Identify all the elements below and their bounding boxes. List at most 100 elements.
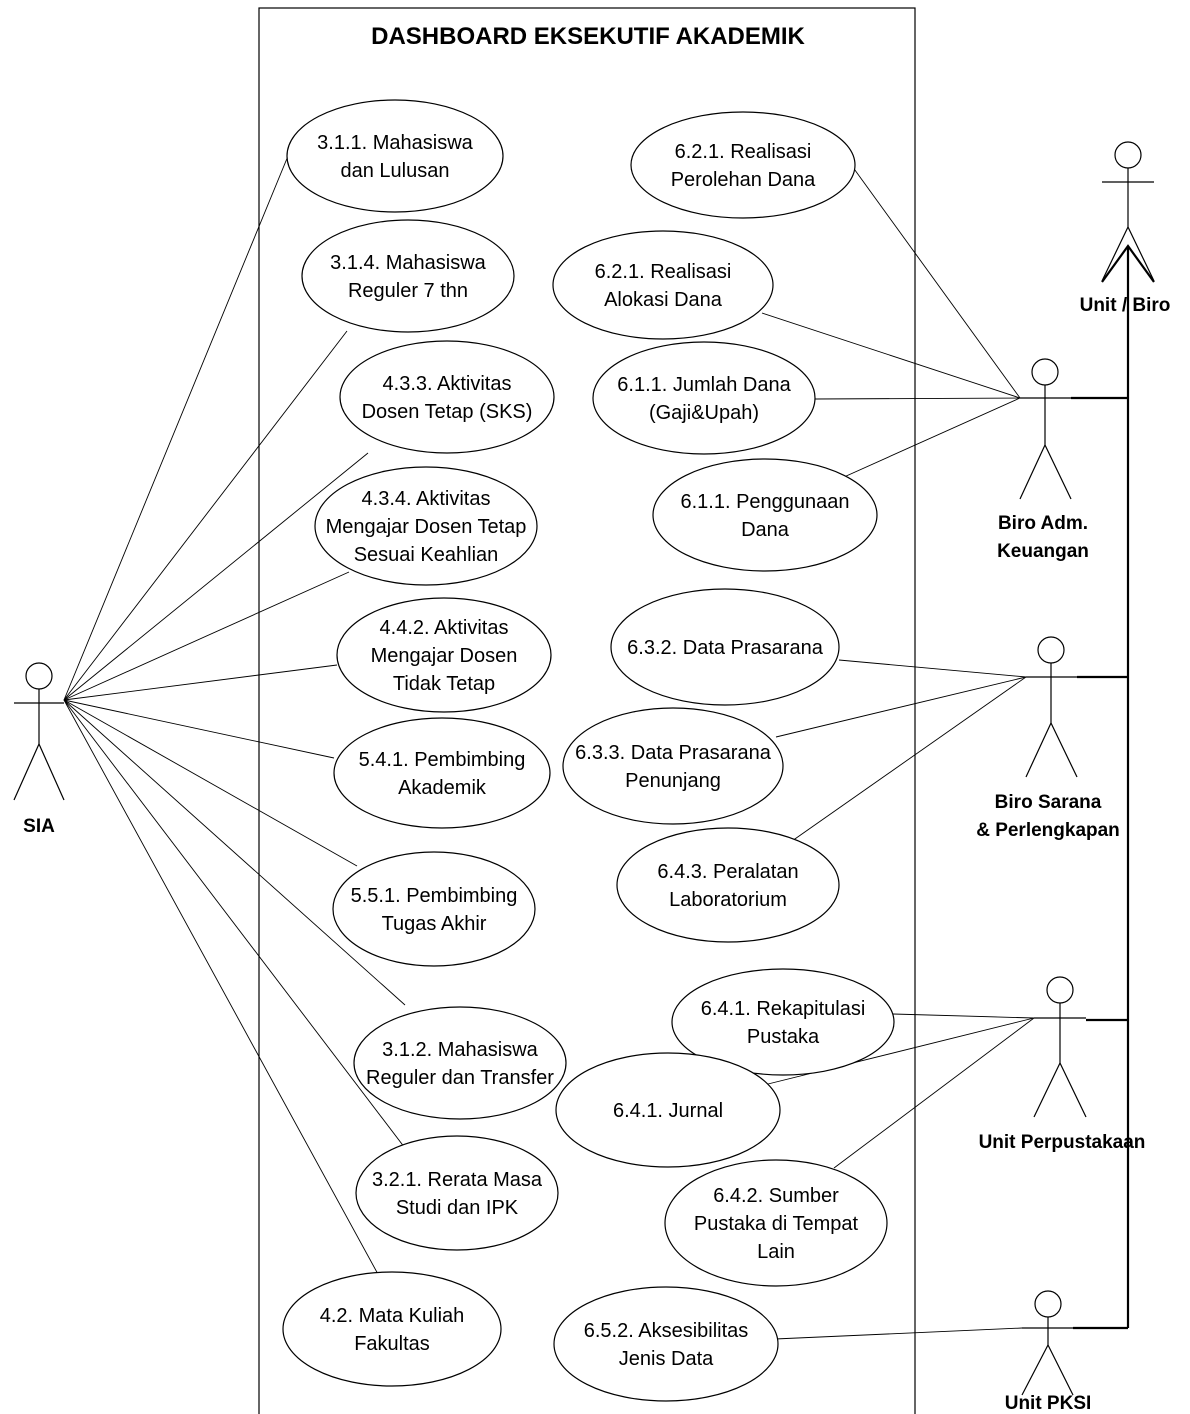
uc-643-label-line: Laboratorium (669, 889, 787, 911)
uc-314-label-line: 3.1.4. Mahasiswa (330, 252, 487, 274)
uc-641-jurnal-ellipse (555, 1052, 781, 1168)
association-uc-314 (63, 330, 348, 701)
uc-311-use-case[interactable]: 3.1.1. Mahasiswa dan Lulusan (286, 99, 504, 213)
uc-314-ellipse (301, 219, 515, 333)
uc-321-label-line: 3.2.1. Rerata Masa (372, 1169, 543, 1191)
association-uc-641-rekap (892, 1013, 1035, 1019)
actor-biro-sarana-label: Biro Sarana (995, 792, 1102, 813)
association-uc-442 (63, 664, 338, 701)
uc-633-label-line: 6.3.3. Data Prasarana (575, 742, 772, 764)
association-uc-621-perolehan (851, 165, 1021, 399)
uc-633-label-line: Penunjang (625, 770, 721, 792)
uc-611-jumlah-use-case[interactable]: 6.1.1. Jumlah Dana(Gaji&Upah) (592, 341, 816, 455)
uc-643-label-line: 6.4.3. Peralatan (657, 861, 798, 883)
uc-642-ellipse (664, 1159, 888, 1287)
stick-figure-icon (1033, 976, 1087, 1118)
uc-551-label-line: Tugas Akhir (382, 913, 487, 935)
uc-632-use-case[interactable]: 6.3.2. Data Prasarana (610, 588, 840, 706)
uc-642-label-line: Lain (757, 1241, 795, 1263)
uc-621-perolehan-label-line: Perolehan Dana (671, 169, 816, 191)
system-title: DASHBOARD EKSEKUTIF AKADEMIK (371, 23, 805, 50)
uc-434-label-line: Sesuai Keahlian (354, 544, 499, 566)
actor-unit-perpustakaan-label: Unit Perpustakaan (979, 1132, 1146, 1153)
uc-551-label-line: 5.5.1. Pembimbing (351, 885, 518, 907)
stick-figure-icon (1019, 358, 1072, 500)
uc-632-label-line: 6.3.2. Data Prasarana (627, 637, 824, 659)
uc-311-label-line: 3.1.1. Mahasiswa (317, 132, 474, 154)
uc-611-penggunaan-label-line: 6.1.1. Penggunaan (680, 491, 849, 513)
association-uc-621-alokasi (761, 312, 1021, 399)
use-cases: 3.1.1. Mahasiswa dan Lulusan 3.1.4. Mahasi… (282, 99, 895, 1402)
uc-42-ellipse (282, 1271, 502, 1387)
association-uc-551 (63, 699, 358, 867)
uc-311-label-line: dan Lulusan (341, 160, 450, 182)
association-uc-611-jumlah (814, 397, 1021, 400)
uc-442-label-line: Tidak Tetap (393, 673, 495, 695)
uc-641-jurnal-use-case[interactable]: 6.4.1. Jurnal (555, 1052, 781, 1168)
uc-621-alokasi-ellipse (552, 230, 774, 340)
uc-314-label-line: Reguler 7 thn (348, 280, 468, 302)
association-uc-321 (63, 699, 409, 1153)
uc-434-label-line: 4.3.4. Aktivitas (362, 488, 491, 510)
uc-652-ellipse (553, 1286, 779, 1402)
association-uc-433 (63, 452, 369, 701)
uc-621-perolehan-ellipse (630, 111, 856, 219)
uc-434-ellipse (314, 466, 538, 586)
actor-biro-sarana-label: & Perlengkapan (976, 820, 1120, 841)
uc-621-alokasi-label-line: Alokasi Dana (604, 289, 723, 311)
association-lines (63, 155, 1035, 1340)
actor-sia-label: SIA (23, 816, 55, 837)
actor-biro-sarana[interactable]: Biro Sarana & Perlengkapan (976, 636, 1120, 841)
uc-433-label-line: 4.3.3. Aktivitas (383, 373, 512, 395)
stick-figure-icon (1021, 1290, 1074, 1396)
uc-311-ellipse (286, 99, 504, 213)
actor-biro-keuangan[interactable]: Biro Adm.Keuangan (997, 358, 1089, 562)
generalization-arrowhead (1101, 244, 1155, 283)
uc-652-label-line: Jenis Data (619, 1348, 714, 1370)
actor-biro-keuangan-label: Keuangan (997, 541, 1089, 562)
actor-unit-pksi-label: Unit PKSI (1005, 1393, 1092, 1414)
actor-sia[interactable]: SIA (13, 662, 65, 837)
uc-442-ellipse (336, 597, 552, 713)
uc-641-rekap-label-line: 6.4.1. Rekapitulasi (701, 998, 866, 1020)
uc-442-label-line: 4.4.2. Aktivitas (380, 617, 509, 639)
generalization-lines (1071, 244, 1155, 1330)
uc-42-label-line: Fakultas (354, 1333, 430, 1355)
uc-321-ellipse (355, 1135, 559, 1251)
actor-unit-biro[interactable]: Unit / Biro (1080, 141, 1171, 316)
uc-321-label-line: Studi dan IPK (396, 1197, 519, 1219)
association-uc-434 (63, 571, 350, 701)
uc-611-jumlah-label-line: 6.1.1. Jumlah Dana (617, 374, 791, 396)
uc-312-label-line: Reguler dan Transfer (366, 1067, 554, 1089)
uc-641-rekap-label-line: Pustaka (747, 1026, 820, 1048)
uc-621-alokasi-label-line: 6.2.1. Realisasi (595, 261, 732, 283)
stick-figure-icon (1025, 636, 1078, 778)
uc-641-jurnal-label-line: 6.4.1. Jurnal (613, 1100, 723, 1122)
association-uc-652 (774, 1327, 1023, 1340)
actor-unit-perpustakaan[interactable]: Unit Perpustakaan (979, 976, 1146, 1153)
uc-42-label-line: 4.2. Mata Kuliah (320, 1305, 465, 1327)
uc-652-label-line: 6.5.2. Aksesibilitas (584, 1320, 749, 1342)
actor-unit-pksi[interactable]: Unit PKSI (1005, 1290, 1092, 1414)
association-uc-643 (791, 676, 1027, 842)
uc-442-label-line: Mengajar Dosen (371, 645, 518, 667)
